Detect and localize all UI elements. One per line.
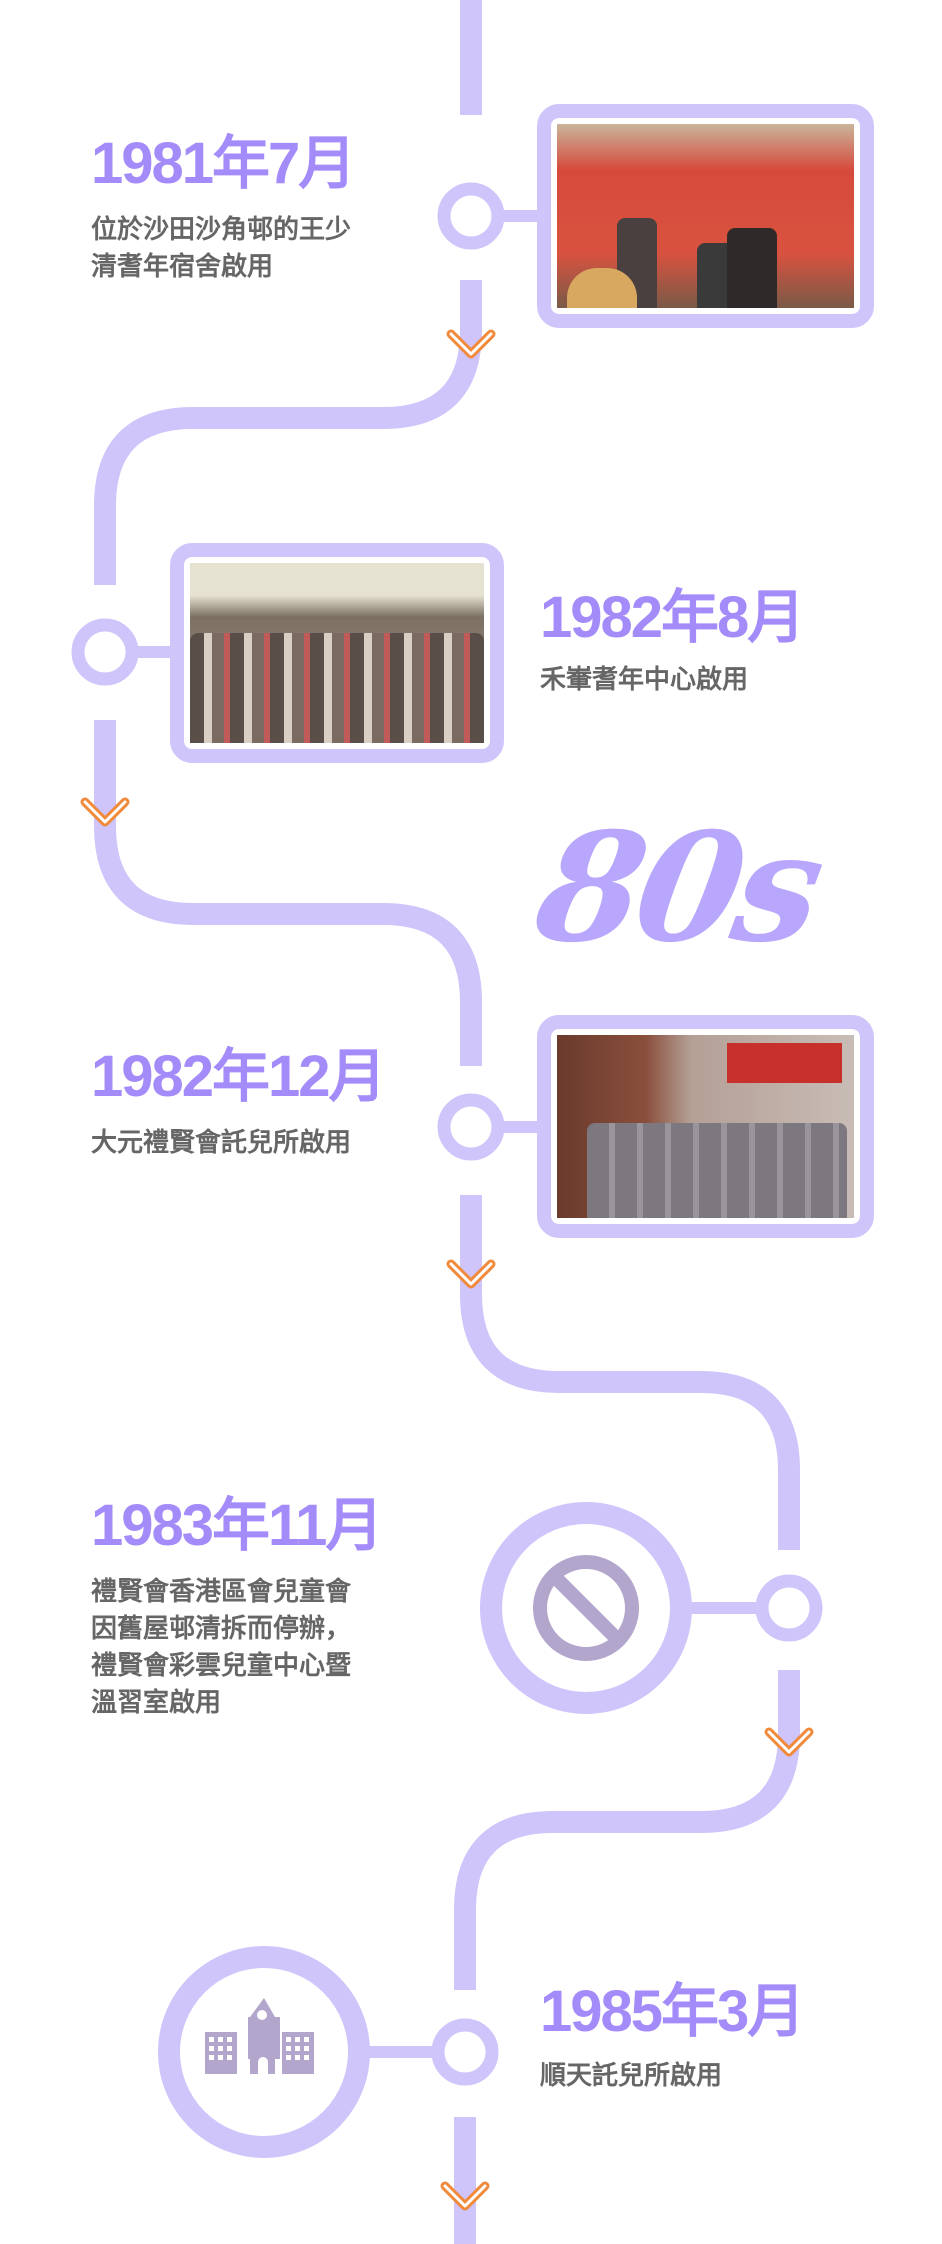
- description-line: 禾輋耆年中心啟用: [540, 665, 749, 695]
- description-line: 清耆年宿舍啟用: [91, 252, 274, 282]
- track-segment: [94, 280, 482, 585]
- event-description: 順天託兒所啟用: [540, 2058, 722, 2095]
- ban-icon: [533, 1555, 639, 1661]
- event-title: 1985年3月: [540, 1979, 805, 2044]
- chevron-down-icon: [446, 1259, 496, 1289]
- timeline-node: [437, 1093, 505, 1161]
- description-line: 禮賢會香港區會兒童會: [91, 1577, 352, 1607]
- chevron-down-icon: [80, 797, 130, 827]
- event-photo-frame: [537, 104, 874, 328]
- chevron-down-icon: [764, 1727, 814, 1757]
- event-title: 1982年12月: [91, 1044, 387, 1109]
- event-title: 1981年7月: [91, 131, 356, 196]
- event-photo-frame: [537, 1015, 874, 1238]
- timeline-node: [437, 182, 505, 250]
- timeline-node: [755, 1574, 823, 1642]
- event-photo: [557, 124, 854, 308]
- track-segment: [460, 1195, 800, 1550]
- event-photo: [190, 563, 484, 743]
- event-description: 位於沙田沙角邨的王少 清耆年宿舍啟用: [91, 212, 351, 286]
- chevron-down-icon: [440, 2181, 490, 2211]
- event-photo: [557, 1035, 854, 1218]
- event-title: 1983年11月: [91, 1493, 383, 1558]
- description-line: 溫習室啟用: [91, 1688, 222, 1718]
- description-line: 順天託兒所啟用: [540, 2061, 723, 2091]
- track-segment: [94, 720, 482, 1066]
- decade-label: 80s: [524, 800, 831, 976]
- event-photo-frame: [170, 543, 504, 763]
- event-description: 大元禮賢會託兒所啟用: [91, 1125, 351, 1162]
- event-title: 1982年8月: [540, 585, 805, 650]
- description-line: 位於沙田沙角邨的王少: [91, 215, 352, 245]
- track-segment: [454, 1670, 800, 1990]
- timeline-node: [431, 2018, 499, 2086]
- event-description: 禾輋耆年中心啟用: [540, 662, 748, 699]
- chevron-down-icon: [446, 329, 496, 359]
- event-description: 禮賢會香港區會兒童會 因舊屋邨清拆而停辦， 禮賢會彩雲兒童中心暨 溫習室啟用: [91, 1574, 351, 1722]
- description-line: 禮賢會彩雲兒童中心暨: [91, 1651, 352, 1681]
- description-line: 大元禮賢會託兒所啟用: [91, 1128, 352, 1158]
- description-line: 因舊屋邨清拆而停辦，: [91, 1614, 352, 1644]
- timeline-node: [71, 618, 139, 686]
- school-icon: [205, 1998, 314, 2074]
